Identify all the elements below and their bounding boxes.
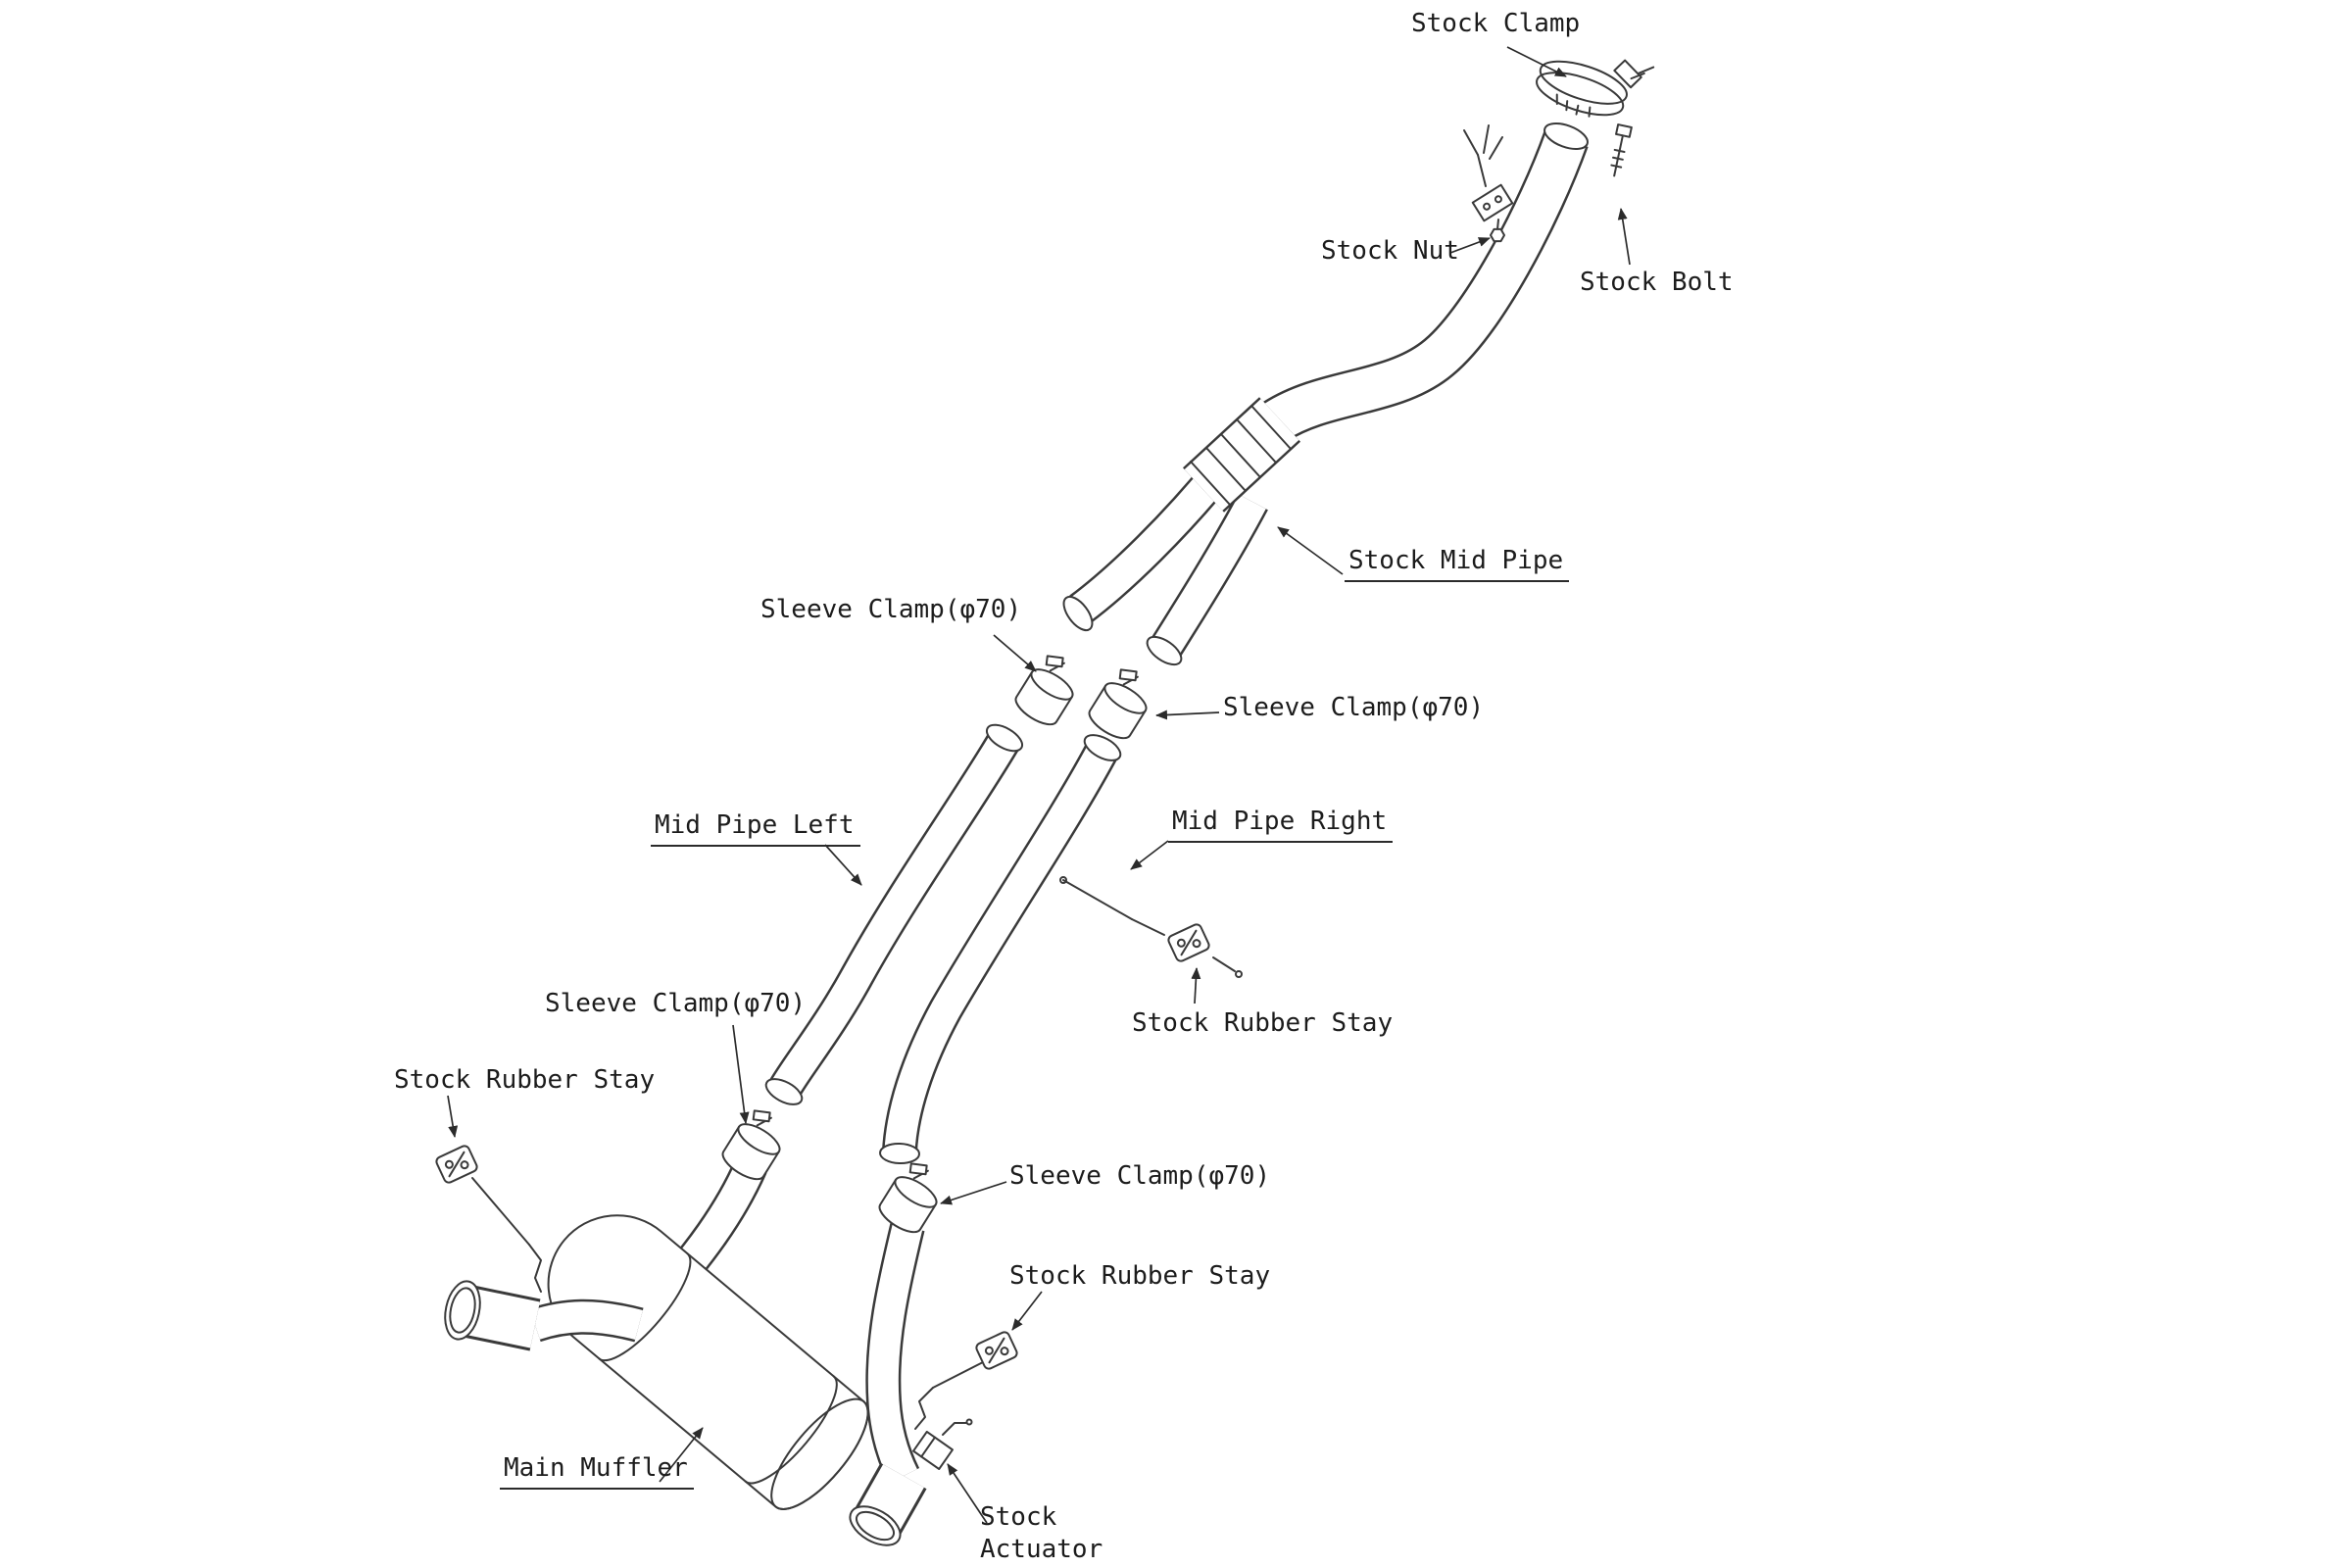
label-mid-pipe-left: Mid Pipe Left <box>651 809 860 847</box>
label-stock-nut: Stock Nut <box>1321 236 1459 266</box>
arrow-mid-pipe-right <box>1130 840 1169 870</box>
rubber-stay-left-drawing <box>433 1143 542 1293</box>
label-mid-pipe-right: Mid Pipe Right <box>1168 806 1394 843</box>
label-rubber-stay-lower: Stock Rubber Stay <box>1009 1261 1271 1291</box>
arrow-stock-nut <box>1449 237 1491 254</box>
arrow-rubber-stay-left <box>447 1095 459 1138</box>
label-sleeve-clamp-3: Sleeve Clamp(φ70) <box>545 989 807 1018</box>
arrow-sleeve-clamp-2 <box>1155 710 1220 720</box>
label-sleeve-clamp-4: Sleeve Clamp(φ70) <box>1009 1161 1271 1191</box>
stock-clamp-drawing <box>1536 59 1655 118</box>
label-stock-mid-pipe: Stock Mid Pipe <box>1345 545 1570 582</box>
arrow-stock-bolt <box>1617 208 1631 266</box>
rubber-stay-lower-drawing <box>914 1329 1020 1430</box>
main-muffler-drawing <box>547 1214 869 1510</box>
arrow-sleeve-clamp-3 <box>732 1024 750 1124</box>
muffler-assembly-drawing <box>444 1158 927 1546</box>
arrow-main-muffler <box>659 1427 704 1483</box>
arrow-sleeve-clamp-4 <box>940 1181 1007 1205</box>
arrow-stock-mid-pipe <box>1277 526 1344 575</box>
mid-pipe-right-drawing <box>879 734 1243 1165</box>
label-main-muffler: Main Muffler <box>500 1452 694 1490</box>
sleeve-clamp-4-drawing <box>873 1154 953 1240</box>
arrow-stock-actuator <box>947 1463 988 1524</box>
arrow-rubber-stay-lower <box>1011 1291 1043 1331</box>
label-stock-actuator: Stock Actuator <box>980 1502 1103 1564</box>
label-rubber-stay-right: Stock Rubber Stay <box>1132 1008 1394 1038</box>
stock-mid-pipe-drawing <box>1062 122 1589 666</box>
label-stock-bolt: Stock Bolt <box>1580 268 1734 297</box>
arrow-sleeve-clamp-1 <box>993 634 1037 672</box>
stock-actuator-drawing <box>912 1418 973 1471</box>
arrow-stock-clamp <box>1506 46 1567 77</box>
label-stock-clamp: Stock Clamp <box>1411 9 1581 38</box>
arrow-rubber-stay-right <box>1191 967 1201 1004</box>
label-rubber-stay-left: Stock Rubber Stay <box>394 1065 656 1095</box>
sleeve-clamp-2-drawing <box>1083 661 1162 746</box>
rubber-stay-right-drawing <box>1165 921 1212 964</box>
arrow-mid-pipe-left <box>824 844 862 886</box>
leader-arrows <box>447 46 1631 1524</box>
stock-nut-bracket-drawing <box>1463 124 1514 243</box>
label-sleeve-clamp-2: Sleeve Clamp(φ70) <box>1223 693 1485 722</box>
label-sleeve-clamp-1: Sleeve Clamp(φ70) <box>760 595 1022 624</box>
mid-pipe-left-drawing <box>764 723 1024 1105</box>
stock-bolt-drawing <box>1610 123 1633 177</box>
